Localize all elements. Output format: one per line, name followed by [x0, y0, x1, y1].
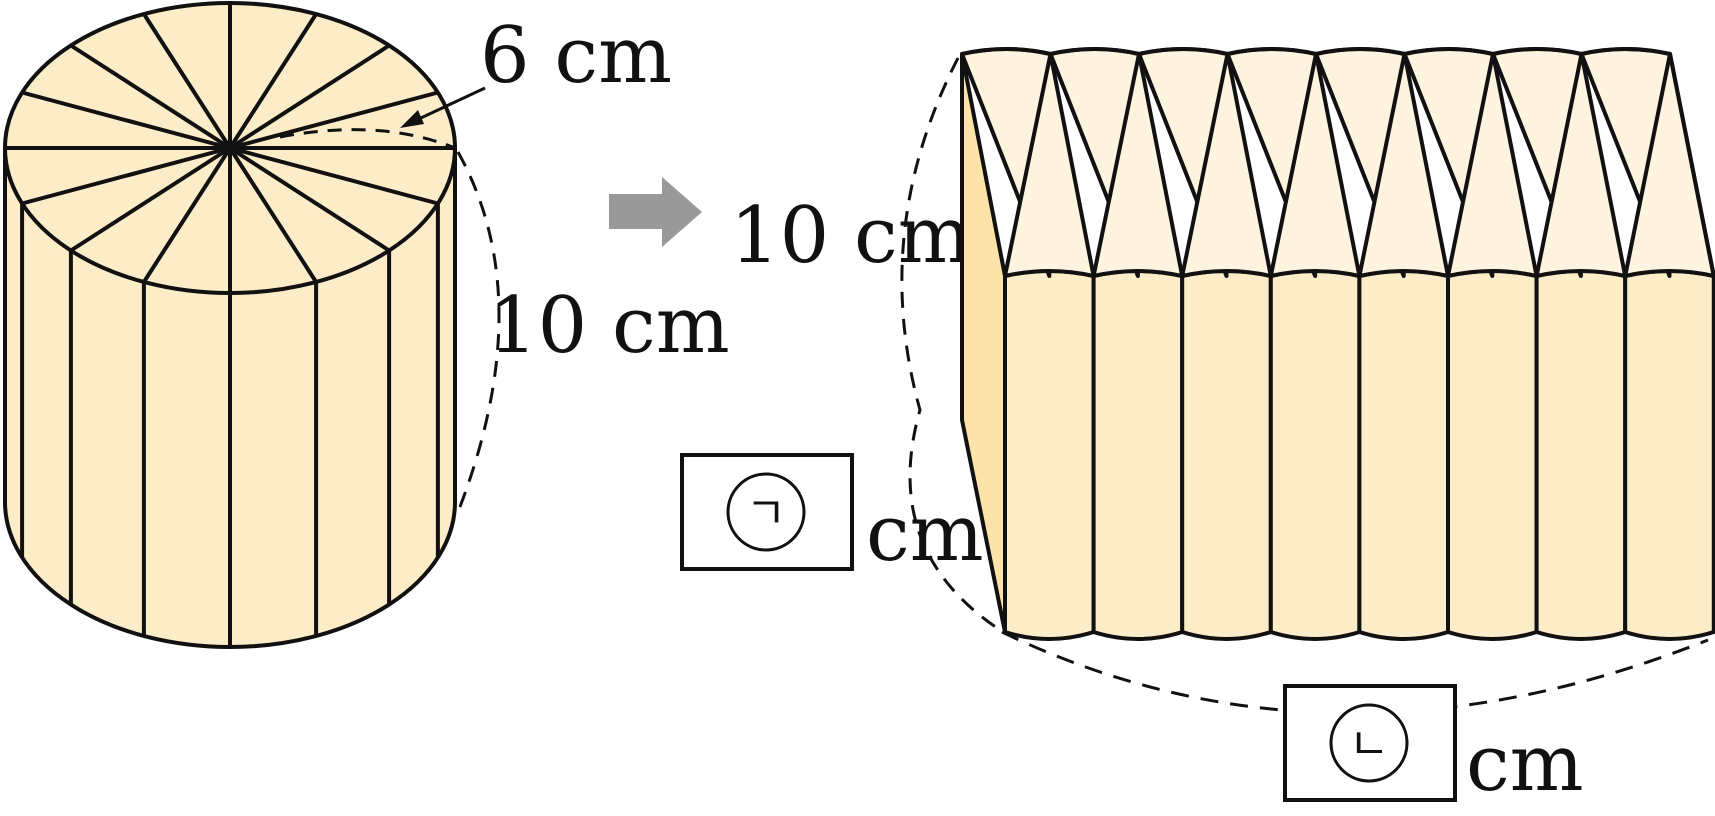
prism-strip [1446, 269, 1539, 641]
radius-arrow [400, 86, 486, 128]
left-dashed-arc [900, 57, 1001, 632]
cylinder-top-spokes [5, 3, 455, 293]
cylinder-spoke [142, 146, 232, 284]
blank-box-b: ㄴ [1283, 684, 1457, 802]
cylinder-spoke [142, 12, 232, 150]
blank-b-symbol: ㄴ [1349, 719, 1389, 770]
height-dashed-arc [456, 151, 501, 513]
cylinder-spoke [21, 146, 231, 206]
cylinder-spoke [228, 146, 391, 253]
blank-b-unit: cm [1466, 719, 1584, 809]
cylinder-spoke [69, 146, 232, 253]
blank-a-unit: cm [866, 489, 984, 579]
prism-strip [1357, 269, 1450, 641]
prism-right-edge [1668, 53, 1715, 277]
cylinder-spoke [228, 43, 391, 150]
prism-height-label: 10 cm [730, 191, 972, 281]
transform-arrow [609, 177, 702, 247]
blank-box-a: ㄱ [680, 453, 854, 571]
cylinder [3, 1, 457, 649]
prism-strip [1003, 269, 1096, 641]
rearranged-prism [960, 47, 1715, 641]
prism-strip [1180, 269, 1273, 641]
bottom-dashed-arc [1001, 630, 1709, 715]
cylinder-spoke [228, 146, 318, 284]
prism-strip [1268, 269, 1362, 641]
cylinder-spoke [69, 43, 232, 150]
prism-strip [1623, 269, 1715, 641]
cylinder-spoke [229, 90, 439, 150]
prism-strip [1091, 269, 1185, 641]
radius-label: 6 cm [480, 11, 672, 101]
cylinder-height-label: 10 cm [488, 281, 730, 371]
prism-top-rim [961, 47, 1671, 56]
cylinder-side-lines [20, 203, 440, 647]
cylinder-spoke [229, 146, 439, 206]
prism-strip [1534, 269, 1628, 641]
blank-a-symbol: ㄱ [746, 488, 786, 539]
cylinder-spoke [228, 12, 318, 150]
cylinder-spoke [21, 90, 231, 150]
